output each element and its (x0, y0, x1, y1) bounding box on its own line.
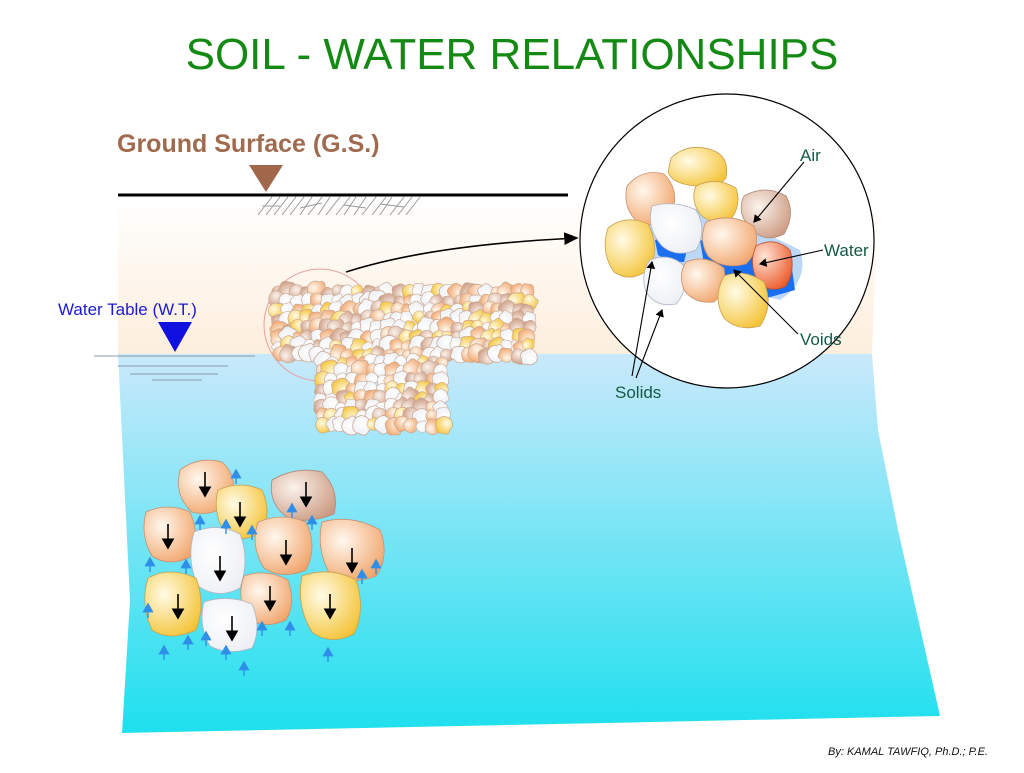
weight-arrows (161, 472, 359, 642)
ground-surface-label: Ground Surface (G.S.) (117, 130, 380, 158)
water-table-label: Water Table (W.T.) (58, 300, 197, 319)
air-label: Air (800, 146, 821, 165)
label-pointers (631, 161, 824, 379)
voids-label: Voids (800, 330, 842, 349)
buoyancy-arrows (142, 468, 382, 676)
submerged-grains (143, 459, 385, 652)
ground-surface-marker (249, 165, 283, 192)
author-credit: By: KAMAL TAWFIQ, Ph.D.; P.E. (828, 746, 988, 758)
ground-hatch (257, 196, 421, 216)
page-title: SOIL - WATER RELATIONSHIPS (185, 30, 839, 79)
water-table-lines (94, 355, 255, 381)
solids-label: Solids (615, 383, 662, 402)
water-label: Water (824, 241, 869, 260)
magnified-view (579, 93, 875, 389)
zoom-arrow (345, 232, 579, 273)
water-table-marker (158, 322, 192, 352)
